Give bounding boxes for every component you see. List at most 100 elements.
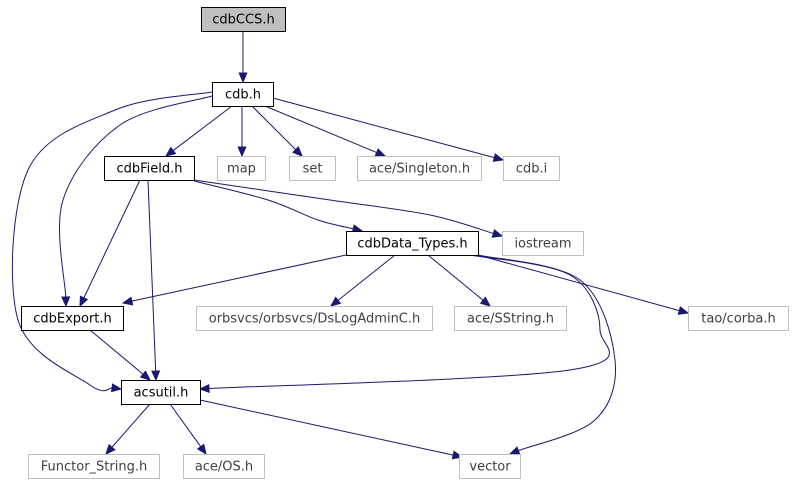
node-label: cdb.i bbox=[516, 162, 547, 177]
edge-cdbData_Types_h-to-tao_corba_h bbox=[477, 254, 690, 315]
node-label: acsutil.h bbox=[134, 386, 189, 401]
edge-line bbox=[477, 254, 680, 312]
node-box bbox=[201, 7, 286, 32]
edge-line bbox=[427, 254, 484, 301]
arrowhead bbox=[121, 296, 134, 306]
node-label: cdbData_Types.h bbox=[357, 237, 467, 252]
edge-cdbField_h-to-cdbExport_h bbox=[79, 179, 141, 308]
node-acsutil-h[interactable]: acsutil.h bbox=[121, 380, 201, 405]
node-cdbField-h[interactable]: cdbField.h bbox=[104, 156, 195, 181]
node-box bbox=[503, 156, 560, 181]
arrowhead bbox=[196, 443, 207, 456]
node-Functor-String-h: Functor_String.h bbox=[28, 454, 160, 479]
node-box bbox=[196, 306, 433, 331]
edge-line bbox=[169, 403, 202, 447]
arrowhead bbox=[329, 296, 342, 307]
node-cdbCCS-h[interactable]: cdbCCS.h bbox=[201, 7, 286, 32]
edge-cdb_h-to-cdbField_h bbox=[164, 105, 233, 157]
edge-line bbox=[147, 179, 157, 372]
node-orbsvcs-DsLogAdminC-h: orbsvcs/orbsvcs/DsLogAdminC.h bbox=[196, 306, 433, 331]
edge-cdb_h-to-acsutil_h bbox=[11, 91, 213, 393]
node-label: cdbCCS.h bbox=[212, 13, 274, 28]
arrowhead bbox=[151, 370, 161, 382]
node-set: set bbox=[289, 156, 336, 181]
arrowhead bbox=[61, 296, 71, 308]
nodes-layer: cdbCCS.h cdb.h cdbField.h map set ace/Singlet… bbox=[21, 7, 789, 479]
edge-cdbField_h-to-iostream bbox=[193, 179, 504, 238]
edge-line bbox=[199, 399, 454, 456]
edge-line bbox=[272, 97, 495, 159]
node-box bbox=[104, 156, 195, 181]
edge-line bbox=[89, 329, 144, 375]
arrowhead bbox=[198, 383, 210, 394]
arrowhead bbox=[292, 146, 303, 157]
node-label: ace/OS.h bbox=[195, 460, 253, 475]
node-cdbData-Types-h[interactable]: cdbData_Types.h bbox=[346, 231, 479, 256]
node-ace-Singleton-h: ace/Singleton.h bbox=[357, 156, 482, 181]
edge-cdb_h-to-cdb_i bbox=[272, 97, 505, 162]
edge-cdb_h-to-cdbExport_h bbox=[59, 95, 213, 308]
edge-line bbox=[193, 179, 494, 234]
arrowhead bbox=[677, 306, 690, 315]
node-ace-SString-h: ace/SString.h bbox=[454, 306, 567, 331]
edge-line bbox=[59, 95, 213, 298]
node-label: cdbField.h bbox=[116, 162, 182, 177]
arrowhead bbox=[374, 148, 387, 157]
node-box bbox=[357, 156, 482, 181]
edge-line bbox=[477, 254, 617, 452]
edge-cdbField_h-to-acsutil_h bbox=[147, 179, 161, 382]
edge-cdbCCS_h-to-cdb_h bbox=[238, 31, 248, 84]
edge-line bbox=[11, 91, 213, 392]
node-label: Functor_String.h bbox=[41, 460, 147, 475]
edge-line bbox=[264, 105, 377, 153]
node-box bbox=[217, 156, 266, 181]
arrowhead bbox=[105, 443, 116, 455]
node-map: map bbox=[217, 156, 266, 181]
node-iostream: iostream bbox=[502, 231, 584, 256]
arrowhead bbox=[492, 153, 505, 162]
arrowhead bbox=[491, 228, 504, 238]
node-box bbox=[183, 454, 265, 479]
edge-line bbox=[83, 179, 141, 299]
node-label: vector bbox=[469, 460, 511, 475]
node-box bbox=[454, 306, 567, 331]
edge-cdbData_Types_h-to-orbsvcs_DsLogAdminC_h bbox=[329, 254, 396, 307]
arrowhead bbox=[139, 370, 151, 381]
edge-acsutil_h-to-Functor_String_h bbox=[105, 403, 151, 455]
node-label: cdbExport.h bbox=[33, 312, 112, 327]
edges-layer bbox=[11, 31, 690, 460]
arrowhead bbox=[79, 295, 89, 308]
node-box bbox=[688, 306, 789, 331]
edge-acsutil_h-to-ace_OS_h bbox=[169, 403, 207, 456]
edge-cdb_h-to-set bbox=[251, 105, 303, 157]
arrowhead bbox=[110, 383, 123, 393]
edge-line bbox=[172, 105, 233, 151]
node-cdb-i: cdb.i bbox=[503, 156, 560, 181]
node-box bbox=[28, 454, 160, 479]
node-box bbox=[21, 306, 124, 331]
node-box bbox=[502, 231, 584, 256]
edge-cdbField_h-to-cdbData_Types_h bbox=[193, 180, 364, 234]
arrowhead bbox=[164, 146, 177, 157]
edge-cdbData_Types_h-to-vector bbox=[477, 254, 617, 455]
node-cdbExport-h[interactable]: cdbExport.h bbox=[21, 306, 124, 331]
node-cdb-h[interactable]: cdb.h bbox=[212, 82, 274, 107]
edge-line bbox=[251, 105, 296, 150]
edge-line bbox=[111, 403, 151, 448]
node-label: ace/SString.h bbox=[467, 312, 554, 327]
edge-line bbox=[131, 254, 347, 302]
node-box bbox=[212, 82, 274, 107]
node-box bbox=[289, 156, 336, 181]
node-box bbox=[346, 231, 479, 256]
edge-cdbData_Types_h-to-cdbExport_h bbox=[121, 254, 347, 306]
edge-acsutil_h-to-vector bbox=[199, 399, 464, 460]
edge-line bbox=[337, 254, 396, 301]
edge-cdb_h-to-ace_Singleton_h bbox=[264, 105, 387, 157]
node-label: cdb.h bbox=[225, 88, 261, 103]
node-label: orbsvcs/orbsvcs/DsLogAdminC.h bbox=[209, 312, 421, 327]
edge-cdb_h-to-map bbox=[237, 106, 247, 158]
node-label: iostream bbox=[514, 237, 571, 252]
node-box bbox=[121, 380, 201, 405]
node-label: map bbox=[227, 162, 256, 177]
